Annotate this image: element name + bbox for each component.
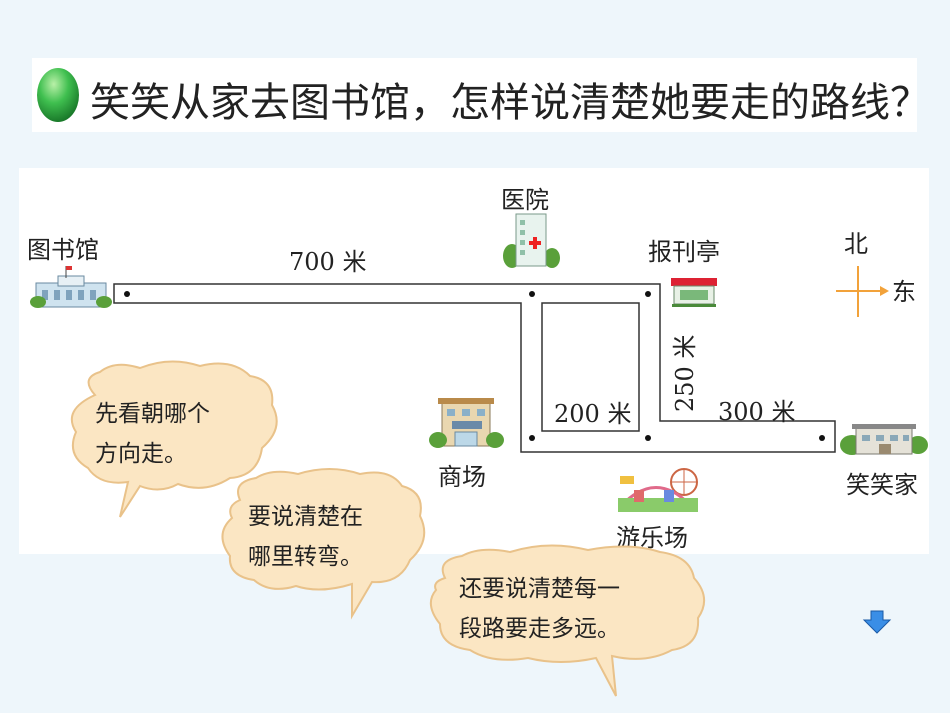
amusement-park-icon	[618, 468, 698, 512]
speech-bubble-3: 还要说清楚每一 段路要走多远。	[429, 544, 705, 697]
speech-bubble-2: 要说清楚在 哪里转弯。	[221, 468, 426, 620]
newsstand-icon	[671, 278, 717, 307]
distance-700-label: 700 米	[289, 248, 366, 276]
compass-east-label: 东	[892, 278, 916, 306]
hospital-label: 医院	[501, 186, 549, 214]
east-arrow-icon	[880, 286, 889, 296]
route-dot	[529, 291, 535, 297]
mall-icon	[429, 398, 504, 448]
route-dots	[124, 291, 825, 441]
road-outline-outer	[113, 283, 836, 453]
road-block-inner	[541, 302, 640, 432]
road-network	[113, 283, 836, 453]
distance-200-label: 200 米	[554, 400, 631, 428]
bubble-2-line-1: 要说清楚在	[248, 504, 363, 530]
route-dot	[124, 291, 130, 297]
distance-250-label: 250 米	[671, 335, 699, 412]
compass-north-label: 北	[844, 230, 868, 258]
down-arrow-icon[interactable]	[862, 610, 892, 634]
bubble-3-line-2: 段路要走多远。	[459, 616, 620, 642]
compass	[836, 266, 889, 317]
library-icon	[30, 266, 112, 308]
route-dot	[529, 435, 535, 441]
title-bar	[32, 58, 917, 132]
route-dot	[645, 435, 651, 441]
bubble-3-line-1: 还要说清楚每一	[459, 576, 620, 602]
route-dot	[819, 435, 825, 441]
bubble-1-line-1: 先看朝哪个	[95, 401, 210, 427]
speech-bubble-1: 先看朝哪个 方向走。	[70, 360, 278, 518]
page-title: 笑笑从家去图书馆，怎样说清楚她要走的路线？	[90, 80, 930, 126]
distance-300-label: 300 米	[718, 398, 795, 426]
library-label: 图书馆	[27, 236, 99, 264]
newsstand-label: 报刊亭	[648, 238, 720, 266]
bubble-1-line-2: 方向走。	[95, 441, 187, 467]
home-icon	[840, 424, 928, 455]
hospital-icon	[503, 213, 560, 268]
home-label: 笑笑家	[846, 471, 918, 499]
green-ball-icon	[37, 68, 79, 122]
route-dot	[645, 291, 651, 297]
mall-label: 商场	[438, 463, 486, 491]
bubble-2-line-2: 哪里转弯。	[248, 544, 363, 570]
